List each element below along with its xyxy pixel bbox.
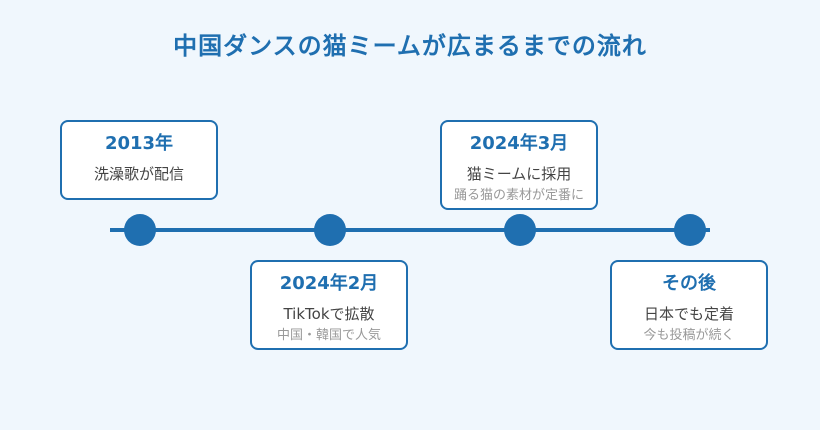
diagram-title: 中国ダンスの猫ミームが広まるまでの流れ — [173, 32, 647, 60]
event-card-2013: 2013年 洗澡歌が配信 — [60, 120, 218, 200]
timeline-node-later — [674, 214, 706, 246]
event-text: 日本でも定着 — [643, 305, 734, 323]
event-note: 今も投稿が続く — [643, 328, 735, 343]
event-date: 2024年3月 — [469, 133, 569, 154]
timeline-line — [110, 228, 710, 232]
event-date: 2024年2月 — [279, 273, 379, 294]
event-text: 猫ミームに採用 — [466, 165, 572, 183]
event-text: 洗澡歌が配信 — [93, 165, 184, 183]
timeline-node-2024-mar — [504, 214, 536, 246]
timeline-node-2024-feb — [314, 214, 346, 246]
event-note: 中国・韓国で人気 — [276, 328, 381, 343]
event-card-2024-feb: 2024年2月 TikTokで拡散 中国・韓国で人気 — [250, 260, 408, 350]
event-date: その後 — [662, 273, 716, 294]
event-card-later: その後 日本でも定着 今も投稿が続く — [610, 260, 768, 350]
timeline-node-2013 — [124, 214, 156, 246]
event-text: TikTokで拡散 — [283, 305, 375, 323]
event-date: 2013年 — [104, 133, 174, 154]
event-card-2024-mar: 2024年3月 猫ミームに採用 踊る猫の素材が定番に — [440, 120, 598, 210]
event-note: 踊る猫の素材が定番に — [453, 188, 584, 203]
